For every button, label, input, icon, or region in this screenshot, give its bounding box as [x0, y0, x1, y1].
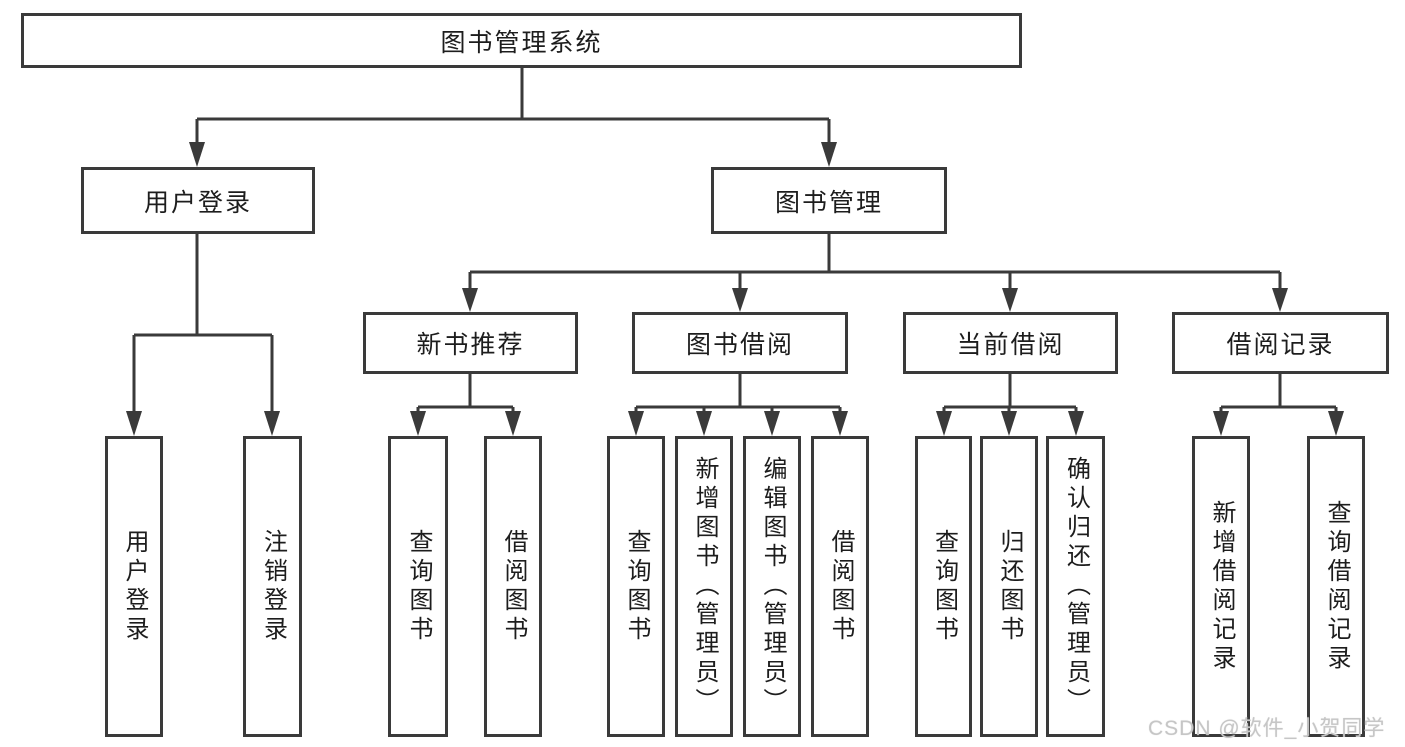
- node-book-management: 图书管理: [711, 167, 947, 234]
- watermark: CSDN @软件_小贺同学: [1148, 717, 1386, 740]
- arrowhead-query-books-3: [936, 411, 952, 436]
- leaf-add-book-admin-label: 新增图书（管理员）: [691, 456, 718, 717]
- leaf-borrow-books-1-label: 借阅图书: [500, 528, 527, 645]
- arrowhead-book-management: [821, 142, 837, 167]
- arrowhead-book-borrowing: [732, 288, 748, 312]
- leaf-query-books-1: 查询图书: [388, 436, 448, 737]
- leaf-query-borrow-record-label: 查询借阅记录: [1323, 499, 1350, 674]
- node-user-login-label: 用户登录: [143, 188, 252, 217]
- node-current-borrowing: 当前借阅: [903, 312, 1118, 374]
- arrowhead-query-borrow-record: [1328, 411, 1344, 436]
- connector-book-borrowing-children: [634, 372, 842, 416]
- leaf-user-login-label: 用户登录: [121, 528, 148, 645]
- leaf-query-books-1-label: 查询图书: [405, 528, 432, 645]
- leaf-edit-book-admin-label: 编辑图书（管理员）: [759, 456, 786, 717]
- leaf-borrow-books-2-label: 借阅图书: [827, 528, 854, 645]
- leaf-query-books-2: 查询图书: [607, 436, 665, 737]
- connector-current-borrowing-children: [942, 372, 1078, 416]
- arrowhead-borrow-books-1: [505, 411, 521, 436]
- leaf-add-book-admin: 新增图书（管理员）: [675, 436, 733, 737]
- node-book-management-label: 图书管理: [774, 188, 883, 217]
- node-new-book-recommend: 新书推荐: [363, 312, 578, 374]
- connector-new-book-recommend-children: [416, 372, 515, 416]
- leaf-user-login: 用户登录: [105, 436, 163, 737]
- arrowhead-leaf-user-login: [126, 411, 142, 436]
- node-book-borrowing: 图书借阅: [632, 312, 848, 374]
- arrowhead-leaf-logout: [264, 411, 280, 436]
- arrowhead-return-books: [1001, 411, 1017, 436]
- leaf-add-borrow-record: 新增借阅记录: [1192, 436, 1250, 737]
- node-borrowing-records: 借阅记录: [1172, 312, 1389, 374]
- leaf-borrow-books-2: 借阅图书: [811, 436, 869, 737]
- arrowhead-new-book-recommend: [462, 288, 478, 312]
- arrowhead-add-book-admin: [696, 411, 712, 436]
- arrowhead-borrow-books-2: [832, 411, 848, 436]
- arrowhead-query-books-2: [628, 411, 644, 436]
- arrowhead-borrowing-records: [1272, 288, 1288, 312]
- arrowhead-current-borrowing: [1002, 288, 1018, 312]
- node-library-system: 图书管理系统: [21, 13, 1022, 68]
- leaf-query-borrow-record: 查询借阅记录: [1307, 436, 1365, 737]
- node-borrowing-records-label: 借阅记录: [1226, 331, 1335, 359]
- arrowhead-edit-book-admin: [764, 411, 780, 436]
- leaf-confirm-return-admin-label: 确认归还（管理员）: [1062, 456, 1090, 717]
- arrowhead-user-login: [189, 142, 205, 167]
- arrowhead-add-borrow-record: [1213, 411, 1229, 436]
- arrowhead-query-books-1: [410, 411, 426, 436]
- leaf-add-borrow-record-label: 新增借阅记录: [1208, 499, 1235, 674]
- node-new-book-recommend-label: 新书推荐: [416, 331, 525, 359]
- connector-book-management-children: [468, 231, 1282, 292]
- leaf-return-books: 归还图书: [980, 436, 1038, 737]
- node-library-system-label: 图书管理系统: [440, 28, 603, 57]
- leaf-logout-label: 注销登录: [259, 528, 287, 645]
- connector-root-to-level1: [195, 66, 831, 147]
- leaf-confirm-return-admin: 确认归还（管理员）: [1046, 436, 1105, 737]
- leaf-edit-book-admin: 编辑图书（管理员）: [743, 436, 801, 737]
- leaf-borrow-books-1: 借阅图书: [484, 436, 542, 737]
- leaf-return-books-label: 归还图书: [996, 528, 1023, 645]
- node-book-borrowing-label: 图书借阅: [685, 331, 794, 359]
- connector-borrowing-records-children: [1219, 372, 1338, 416]
- leaf-logout: 注销登录: [243, 436, 302, 737]
- node-user-login: 用户登录: [81, 167, 315, 234]
- leaf-query-books-3: 查询图书: [915, 436, 972, 737]
- node-current-borrowing-label: 当前借阅: [956, 331, 1065, 359]
- arrowhead-confirm-return-admin: [1068, 411, 1084, 436]
- connector-user-login-children: [132, 231, 274, 416]
- leaf-query-books-2-label: 查询图书: [623, 528, 650, 645]
- leaf-query-books-3-label: 查询图书: [930, 528, 958, 645]
